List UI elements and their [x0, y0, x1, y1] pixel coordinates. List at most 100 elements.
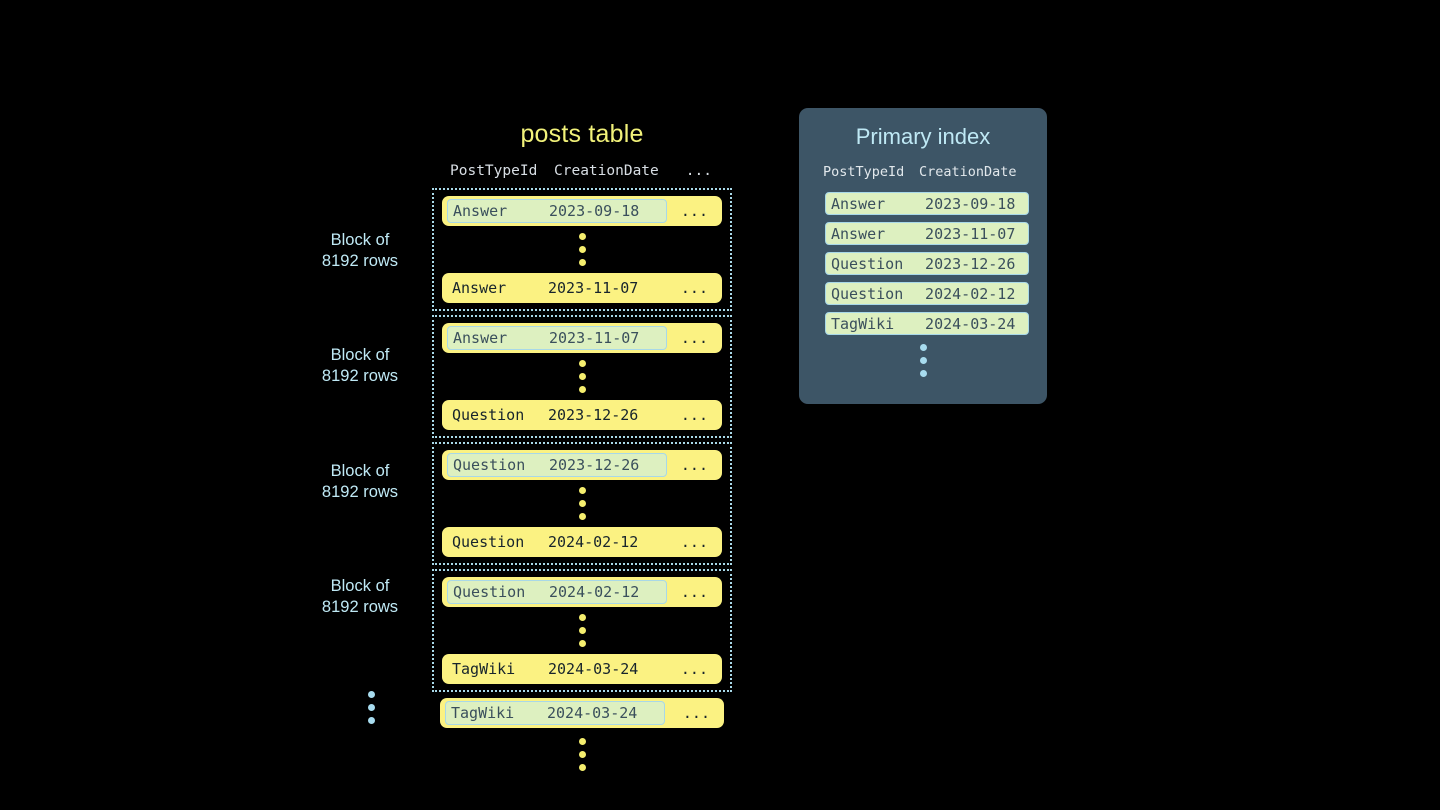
index-cell-posttypeid: TagWiki — [831, 314, 895, 333]
index-cell-posttypeid: Answer — [831, 224, 886, 243]
block-label-4-line1: Block of — [330, 577, 390, 595]
table-row: Question 2024-02-12 ... — [442, 577, 722, 607]
table-block: Answer 2023-11-07 ... Question 2023-12-2… — [432, 315, 732, 438]
cell-creationdate: 2023-11-07 — [548, 279, 639, 297]
cell-posttypeid: Question — [452, 406, 525, 424]
primary-index-panel: Primary index PostTypeId CreationDate An… — [799, 108, 1047, 404]
row-key: TagWiki 2024-03-24 — [447, 657, 665, 681]
ellipsis-dot — [578, 640, 586, 647]
ellipsis-dot — [919, 370, 927, 377]
cell-ellipsis: ... — [680, 406, 708, 424]
cell-ellipsis: ... — [680, 279, 708, 297]
index-continuation-ellipsis — [813, 342, 1033, 384]
rows-ellipsis — [442, 607, 722, 654]
index-cell-creationdate: 2023-11-07 — [925, 224, 1016, 243]
table-row: TagWiki 2024-03-24 ... — [440, 698, 724, 728]
ellipsis-dot — [578, 246, 586, 253]
block-label-2-line2: 8192 rows — [321, 367, 399, 385]
block-label-3-line2: 8192 rows — [321, 483, 399, 501]
column-header-creationdate: CreationDate — [554, 163, 659, 179]
cell-ellipsis: ... — [680, 533, 708, 551]
block-label-1: Block of 8192 rows — [300, 230, 420, 272]
table-block: Question 2023-12-26 ... Question 2024-02… — [432, 442, 732, 565]
ellipsis-dot — [578, 259, 586, 266]
ellipsis-dot — [919, 357, 927, 364]
cell-posttypeid: Answer — [453, 202, 508, 220]
row-key-highlight: Answer 2023-09-18 — [447, 199, 667, 223]
ellipsis-dot — [578, 751, 586, 758]
table-block: Question 2024-02-12 ... TagWiki 2024-03-… — [432, 569, 732, 692]
cell-creationdate: 2023-12-26 — [549, 456, 640, 474]
cell-ellipsis: ... — [680, 202, 708, 220]
index-row: Answer 2023-09-18 — [825, 192, 1029, 215]
ellipsis-dot — [578, 233, 586, 240]
table-row: TagWiki 2024-03-24 ... — [442, 654, 722, 684]
index-cell-creationdate: 2023-12-26 — [925, 254, 1016, 273]
cell-ellipsis: ... — [680, 660, 708, 678]
table-row: Question 2024-02-12 ... — [442, 527, 722, 557]
primary-index-column-headers: PostTypeId CreationDate — [823, 164, 1033, 180]
row-key-highlight: Answer 2023-11-07 — [447, 326, 667, 350]
row-key: Answer 2023-11-07 — [447, 276, 665, 300]
ellipsis-dot — [578, 487, 586, 494]
posts-table: posts table PostTypeId CreationDate ... … — [432, 120, 732, 778]
table-row: Answer 2023-09-18 ... — [442, 196, 722, 226]
index-row: Question 2024-02-12 — [825, 282, 1029, 305]
block-label-1-line1: Block of — [330, 231, 390, 249]
blocks-continuation-ellipsis — [368, 684, 375, 731]
table-row: Answer 2023-11-07 ... — [442, 323, 722, 353]
index-row: Answer 2023-11-07 — [825, 222, 1029, 245]
posts-table-column-headers: PostTypeId CreationDate ... — [432, 163, 732, 179]
ellipsis-dot — [578, 360, 586, 367]
posts-table-title: posts table — [520, 120, 644, 148]
index-row: Question 2023-12-26 — [825, 252, 1029, 275]
index-column-header-creationdate: CreationDate — [919, 164, 1017, 180]
column-header-posttypeid: PostTypeId — [450, 163, 538, 179]
table-block: Answer 2023-09-18 ... Answer 2023-11-07 … — [432, 188, 732, 311]
index-column-header-posttypeid: PostTypeId — [823, 164, 905, 180]
cell-posttypeid: Answer — [453, 329, 508, 347]
cell-posttypeid: TagWiki — [452, 660, 516, 678]
cell-creationdate: 2024-02-12 — [549, 583, 640, 601]
cell-posttypeid: Question — [453, 583, 526, 601]
table-row: Question 2023-12-26 ... — [442, 450, 722, 480]
block-label-3: Block of 8192 rows — [300, 461, 420, 503]
cell-creationdate: 2024-03-24 — [548, 660, 639, 678]
index-cell-posttypeid: Answer — [831, 194, 886, 213]
ellipsis-dot — [578, 627, 586, 634]
index-cell-posttypeid: Question — [831, 284, 904, 303]
index-row: TagWiki 2024-03-24 — [825, 312, 1029, 335]
ellipsis-dot — [368, 717, 375, 724]
rows-ellipsis — [442, 480, 722, 527]
rows-ellipsis — [442, 226, 722, 273]
ellipsis-dot — [578, 500, 586, 507]
row-key: Question 2023-12-26 — [447, 403, 665, 427]
ellipsis-dot — [578, 386, 586, 393]
block-label-4-line2: 8192 rows — [321, 598, 399, 616]
index-cell-creationdate: 2024-02-12 — [925, 284, 1016, 303]
cell-creationdate: 2023-09-18 — [549, 202, 640, 220]
ellipsis-dot — [919, 344, 927, 351]
cell-posttypeid: Answer — [452, 279, 507, 297]
ellipsis-dot — [368, 704, 375, 711]
cell-posttypeid: Question — [453, 456, 526, 474]
table-continuation-ellipsis — [432, 731, 732, 778]
table-row: Question 2023-12-26 ... — [442, 400, 722, 430]
cell-posttypeid: TagWiki — [451, 704, 515, 722]
index-cell-creationdate: 2023-09-18 — [925, 194, 1016, 213]
ellipsis-dot — [578, 614, 586, 621]
cell-creationdate: 2023-11-07 — [549, 329, 640, 347]
cell-ellipsis: ... — [680, 329, 708, 347]
row-key-highlight: TagWiki 2024-03-24 — [445, 701, 665, 725]
index-cell-posttypeid: Question — [831, 254, 904, 273]
cell-creationdate: 2024-03-24 — [547, 704, 638, 722]
index-cell-creationdate: 2024-03-24 — [925, 314, 1016, 333]
ellipsis-dot — [578, 738, 586, 745]
primary-index-title: Primary index — [855, 124, 991, 149]
cell-ellipsis: ... — [682, 704, 710, 722]
cell-ellipsis: ... — [680, 456, 708, 474]
ellipsis-dot — [578, 764, 586, 771]
ellipsis-dot — [578, 373, 586, 380]
column-header-ellipsis: ... — [685, 163, 712, 179]
row-key: Question 2024-02-12 — [447, 530, 665, 554]
